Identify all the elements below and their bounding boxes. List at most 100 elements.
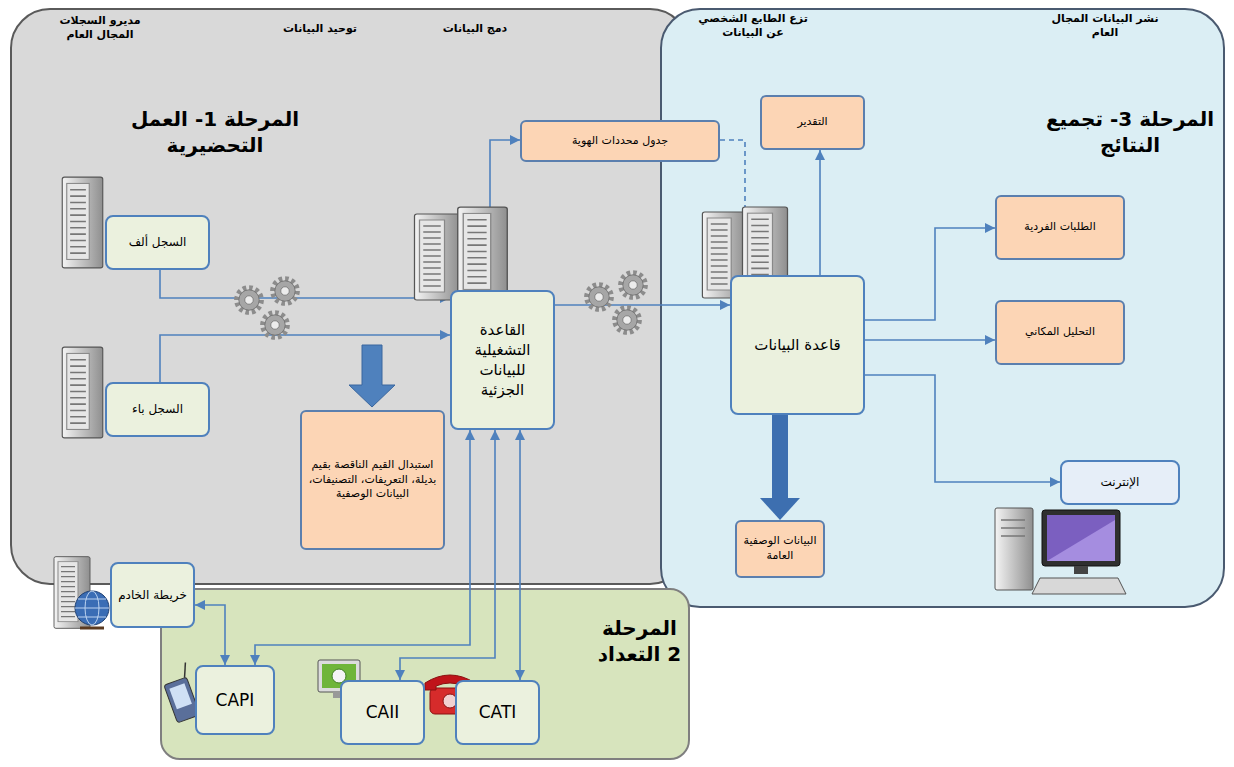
phone-icon	[443, 694, 457, 708]
phase-title: المرحلة 3- تجميع النتائج	[1045, 106, 1215, 158]
server-icon	[62, 177, 103, 268]
output-box: الطلبات الفردية	[995, 195, 1125, 260]
computer-icon	[1047, 520, 1115, 561]
node-text: التحليل المكاني	[1025, 325, 1095, 340]
collection-box: CATI	[455, 680, 540, 745]
flow-arrow	[555, 304, 730, 306]
column-header: تزع الطابع الشخصي عن البيانات	[688, 12, 818, 41]
server-icon	[415, 207, 508, 300]
node-text: السجل ألف	[129, 234, 187, 250]
map-server-icon	[80, 627, 104, 630]
monitor-icon	[318, 660, 360, 692]
gear-icon	[621, 273, 645, 297]
server-icon	[62, 347, 103, 438]
computer-icon	[1032, 578, 1126, 594]
flow-arrow	[519, 430, 521, 680]
map-server-icon	[75, 599, 109, 617]
column-header: نشر البيانات المجال العام	[1045, 12, 1165, 41]
gear-icon	[263, 313, 287, 337]
block-arrow	[349, 345, 395, 407]
collection-box: CAII	[340, 680, 425, 745]
node-text: البيانات الوصفية العامة	[743, 534, 817, 564]
node-text: القاعدة التشغيلية للبيانات الجزئية	[458, 320, 547, 401]
server-icon	[743, 207, 788, 295]
node-text: المرحلة 2 التعداد	[592, 615, 687, 667]
phase-title: المرحلة 2 التعداد	[592, 615, 687, 667]
gear-icon	[587, 273, 645, 332]
output-box: الإنترنت	[1060, 460, 1180, 505]
computer-icon	[995, 508, 1033, 590]
computer-icon	[995, 508, 1126, 594]
column-header: توحيد البيانات	[270, 22, 370, 36]
monitor-icon	[332, 669, 346, 683]
node-text: المرحلة 3- تجميع النتائج	[1045, 106, 1215, 158]
flow-arrow	[865, 375, 1060, 482]
pda-icon	[180, 663, 190, 678]
map-server-icon	[54, 557, 109, 629]
flow-arrow	[865, 339, 995, 341]
gear-icon	[615, 308, 639, 332]
server-icon	[62, 177, 103, 268]
map-server-icon	[75, 591, 109, 625]
flow-arrow	[160, 270, 450, 298]
pda-icon	[159, 663, 204, 723]
database-box: قاعدة البيانات	[730, 275, 865, 415]
flow-arrow	[400, 430, 495, 680]
node-text: خريطة الخادم	[118, 587, 187, 603]
metadata-box: البيانات الوصفية العامة	[735, 520, 825, 578]
register-box: السجل باء	[105, 382, 210, 437]
pda-icon	[164, 677, 200, 723]
gear-icon	[237, 279, 297, 337]
phone-icon	[430, 688, 470, 714]
block-arrow	[772, 415, 788, 498]
block-arrow	[349, 345, 395, 407]
phase-region: المرحلة 3- تجميع النتائج التقدير قاعدة الب…	[660, 8, 1225, 608]
server-icon	[458, 207, 508, 298]
computer-icon	[1001, 520, 1025, 536]
database-box: القاعدة التشغيلية للبيانات الجزئية	[450, 290, 555, 430]
phone-icon	[425, 675, 475, 714]
process-box: جدول محددات الهوية	[520, 120, 720, 162]
process-box: التقدير	[760, 95, 865, 150]
node-text: استبدال القيم الناقصة بقيم بديلة، التعري…	[308, 458, 437, 503]
computer-icon	[1047, 515, 1115, 561]
node-text: السجل باء	[132, 401, 183, 417]
node-text: CATI	[479, 701, 517, 724]
flow-arrow	[865, 228, 995, 320]
column-header: دمج البيانات	[425, 22, 525, 36]
flow-arrow	[819, 150, 821, 275]
gear-icon	[237, 288, 261, 312]
server-icon	[415, 214, 460, 300]
process-box: استبدال القيم الناقصة بقيم بديلة، التعري…	[300, 410, 445, 550]
gear-icon	[587, 285, 611, 309]
computer-icon	[1042, 510, 1120, 566]
flow-arrow	[160, 335, 450, 382]
node-text: CAPI	[216, 689, 255, 712]
flow-arrow	[255, 430, 470, 665]
gear-icon	[273, 279, 297, 303]
node-text: جدول محددات الهوية	[572, 134, 668, 149]
server-icon	[62, 347, 103, 438]
pda-icon	[169, 683, 192, 709]
node-text: الإنترنت	[1101, 474, 1140, 490]
node-text: الطلبات الفردية	[1024, 220, 1096, 235]
server-box: خريطة الخادم	[110, 562, 195, 628]
phone-icon	[425, 675, 475, 690]
node-text: CAII	[366, 701, 400, 724]
server-icon	[702, 207, 787, 298]
phase-region: المرحلة 2 التعداد CAPI CAII CATI	[160, 588, 690, 760]
flow-arrow	[195, 605, 225, 665]
server-icon	[702, 212, 745, 298]
collection-box: CAPI	[195, 665, 275, 735]
node-text: المرحلة 1- العمل التحضيرية	[120, 106, 310, 158]
output-box: التحليل المكاني	[995, 300, 1125, 365]
register-box: السجل ألف	[105, 215, 210, 270]
computer-icon	[1074, 566, 1088, 574]
monitor-icon	[322, 664, 356, 688]
column-header: مديرو السجلات المجال العام	[45, 14, 155, 43]
monitor-icon	[333, 692, 345, 698]
node-text: التقدير	[797, 115, 827, 130]
phase-title: المرحلة 1- العمل التحضيرية	[120, 106, 310, 158]
node-text: قاعدة البيانات	[754, 335, 840, 355]
monitor-icon	[318, 660, 360, 698]
